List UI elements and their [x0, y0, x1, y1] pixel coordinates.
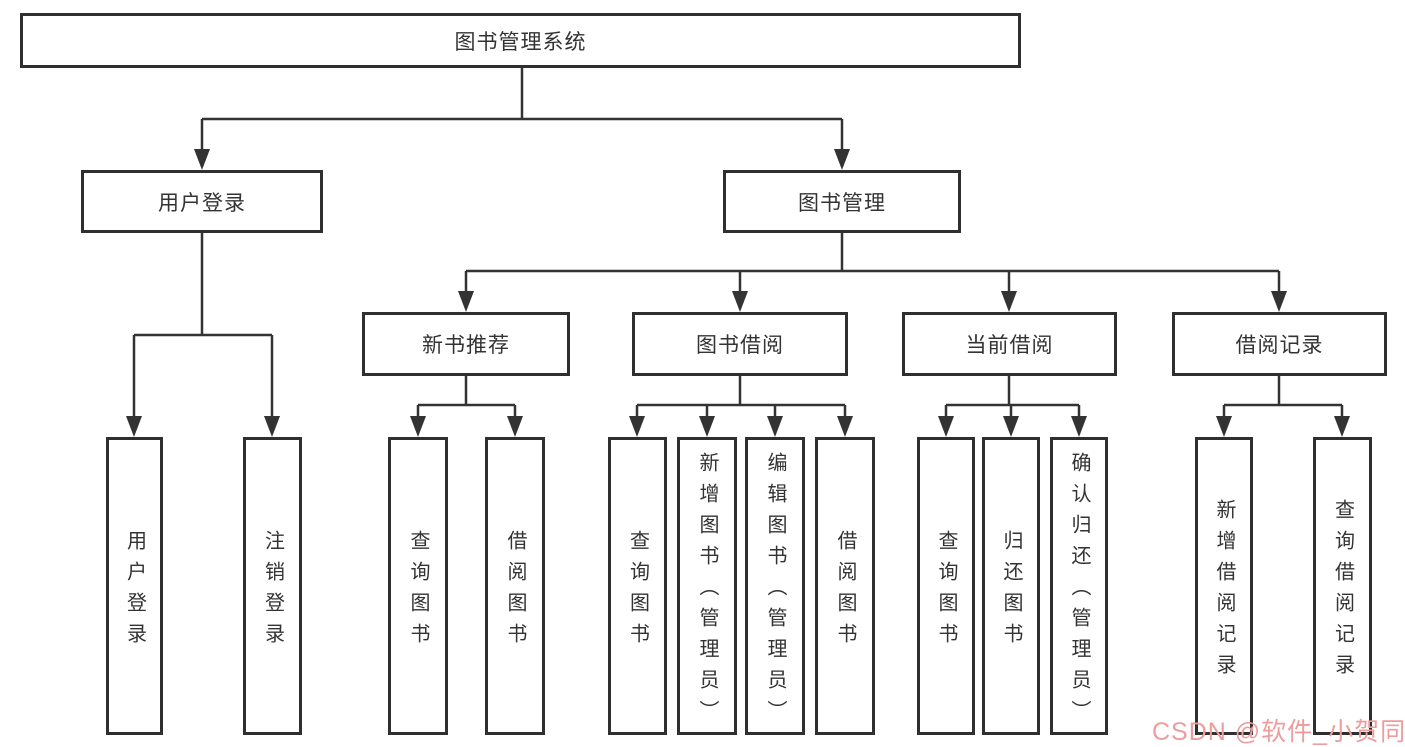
node-leaf-confirm-return-admin: 确认归还（管理员） [1050, 437, 1108, 735]
leaf-label: 编辑图书（管理员） [764, 452, 786, 731]
node-leaf-logout: 注销登录 [243, 437, 302, 735]
node-leaf-query-books-borrow: 查询图书 [608, 437, 667, 735]
node-leaf-add-books-admin: 新增图书（管理员） [677, 437, 737, 735]
node-leaf-edit-books-admin: 编辑图书（管理员） [745, 437, 805, 735]
arrowheads [126, 149, 1350, 437]
leaf-label: 确认归还（管理员） [1068, 452, 1090, 731]
node-user-login: 用户登录 [81, 170, 323, 233]
node-book-borrow: 图书借阅 [632, 312, 848, 376]
leaf-label: 归还图书 [1000, 529, 1022, 654]
node-leaf-query-books-current: 查询图书 [917, 437, 975, 735]
node-book-management: 图书管理 [723, 170, 961, 233]
node-borrow-record: 借阅记录 [1172, 312, 1387, 376]
node-leaf-add-borrow-record: 新增借阅记录 [1195, 437, 1253, 735]
node-leaf-user-login: 用户登录 [106, 437, 163, 735]
leaf-label: 新增图书（管理员） [696, 452, 718, 731]
node-root: 图书管理系统 [20, 13, 1021, 68]
leaf-label: 用户登录 [123, 529, 146, 654]
leaf-label: 查询图书 [935, 529, 957, 654]
watermark: CSDN @软件_小贺同学 [1152, 718, 1405, 746]
leaf-label: 借阅图书 [834, 529, 856, 654]
leaf-label: 查询图书 [626, 529, 649, 654]
leaf-label: 借阅图书 [504, 529, 526, 654]
node-current-borrow: 当前借阅 [902, 312, 1117, 376]
leaf-label: 查询借阅记录 [1331, 498, 1354, 685]
node-leaf-query-borrow-record: 查询借阅记录 [1313, 437, 1372, 735]
leaf-label: 注销登录 [261, 529, 284, 654]
leaf-label: 新增借阅记录 [1213, 498, 1235, 685]
node-leaf-borrow-books-recommend: 借阅图书 [485, 437, 545, 735]
node-leaf-return-books: 归还图书 [982, 437, 1040, 735]
node-leaf-query-books-recommend: 查询图书 [388, 437, 448, 735]
node-new-book-recommend: 新书推荐 [362, 312, 570, 376]
leaf-label: 查询图书 [407, 529, 429, 654]
node-leaf-borrow-books: 借阅图书 [815, 437, 875, 735]
